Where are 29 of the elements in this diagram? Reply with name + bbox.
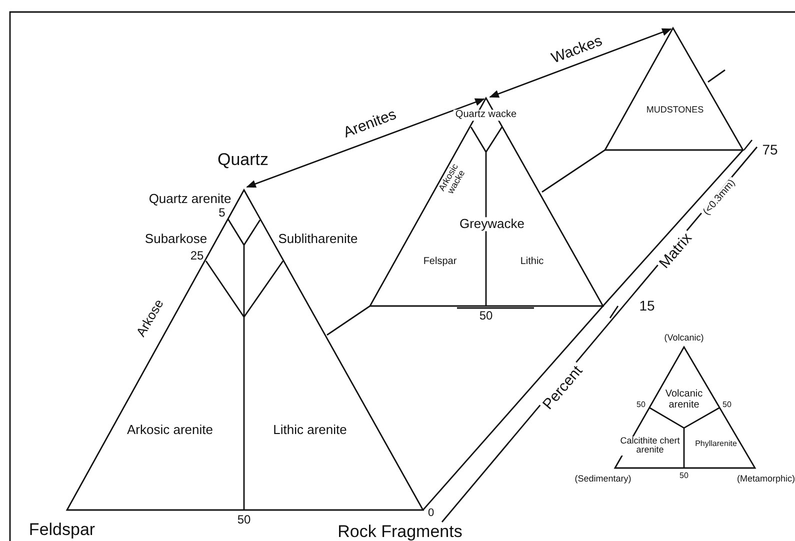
tick-value: 15 [639, 298, 655, 314]
field-label: Subarkose [144, 232, 208, 246]
field-label: Sublitharenite [278, 232, 358, 246]
range-label: Wackes [550, 33, 604, 67]
field-label: MUDSTONES [646, 105, 704, 115]
field-label: Quartz arenite [148, 192, 232, 206]
tick-value: 50 [237, 514, 251, 526]
field-label: Greywacke [457, 217, 527, 231]
tick-value: 50 [680, 472, 688, 480]
apex-label: Quartz [217, 151, 269, 169]
tick-value: 0 [428, 508, 434, 520]
tick-value: 5 [218, 206, 226, 220]
tick-value: 50 [636, 400, 646, 410]
tick-value: 50 [479, 310, 493, 322]
field-label: Volcanic arenite [664, 390, 704, 410]
field-label: Lithic arenite [272, 423, 348, 437]
field-label: Lithic [520, 256, 544, 268]
tick-value: 25 [190, 250, 204, 262]
tick-value: 50 [722, 400, 732, 410]
field-label: Felspar [423, 256, 457, 268]
tick-value: 75 [762, 142, 778, 158]
apex-label: (Volcanic) [664, 333, 704, 343]
apex-label: Feldspar [28, 521, 96, 539]
field-label: Arkosic arenite [126, 423, 214, 437]
apex-label: Rock Fragments [338, 523, 462, 541]
field-label: Quartz wacke [453, 110, 519, 120]
field-label: Phyllarenite [695, 440, 737, 448]
apex-label: (Metamorphic) [737, 474, 795, 484]
apex-label: (Sedimentary) [574, 474, 632, 484]
